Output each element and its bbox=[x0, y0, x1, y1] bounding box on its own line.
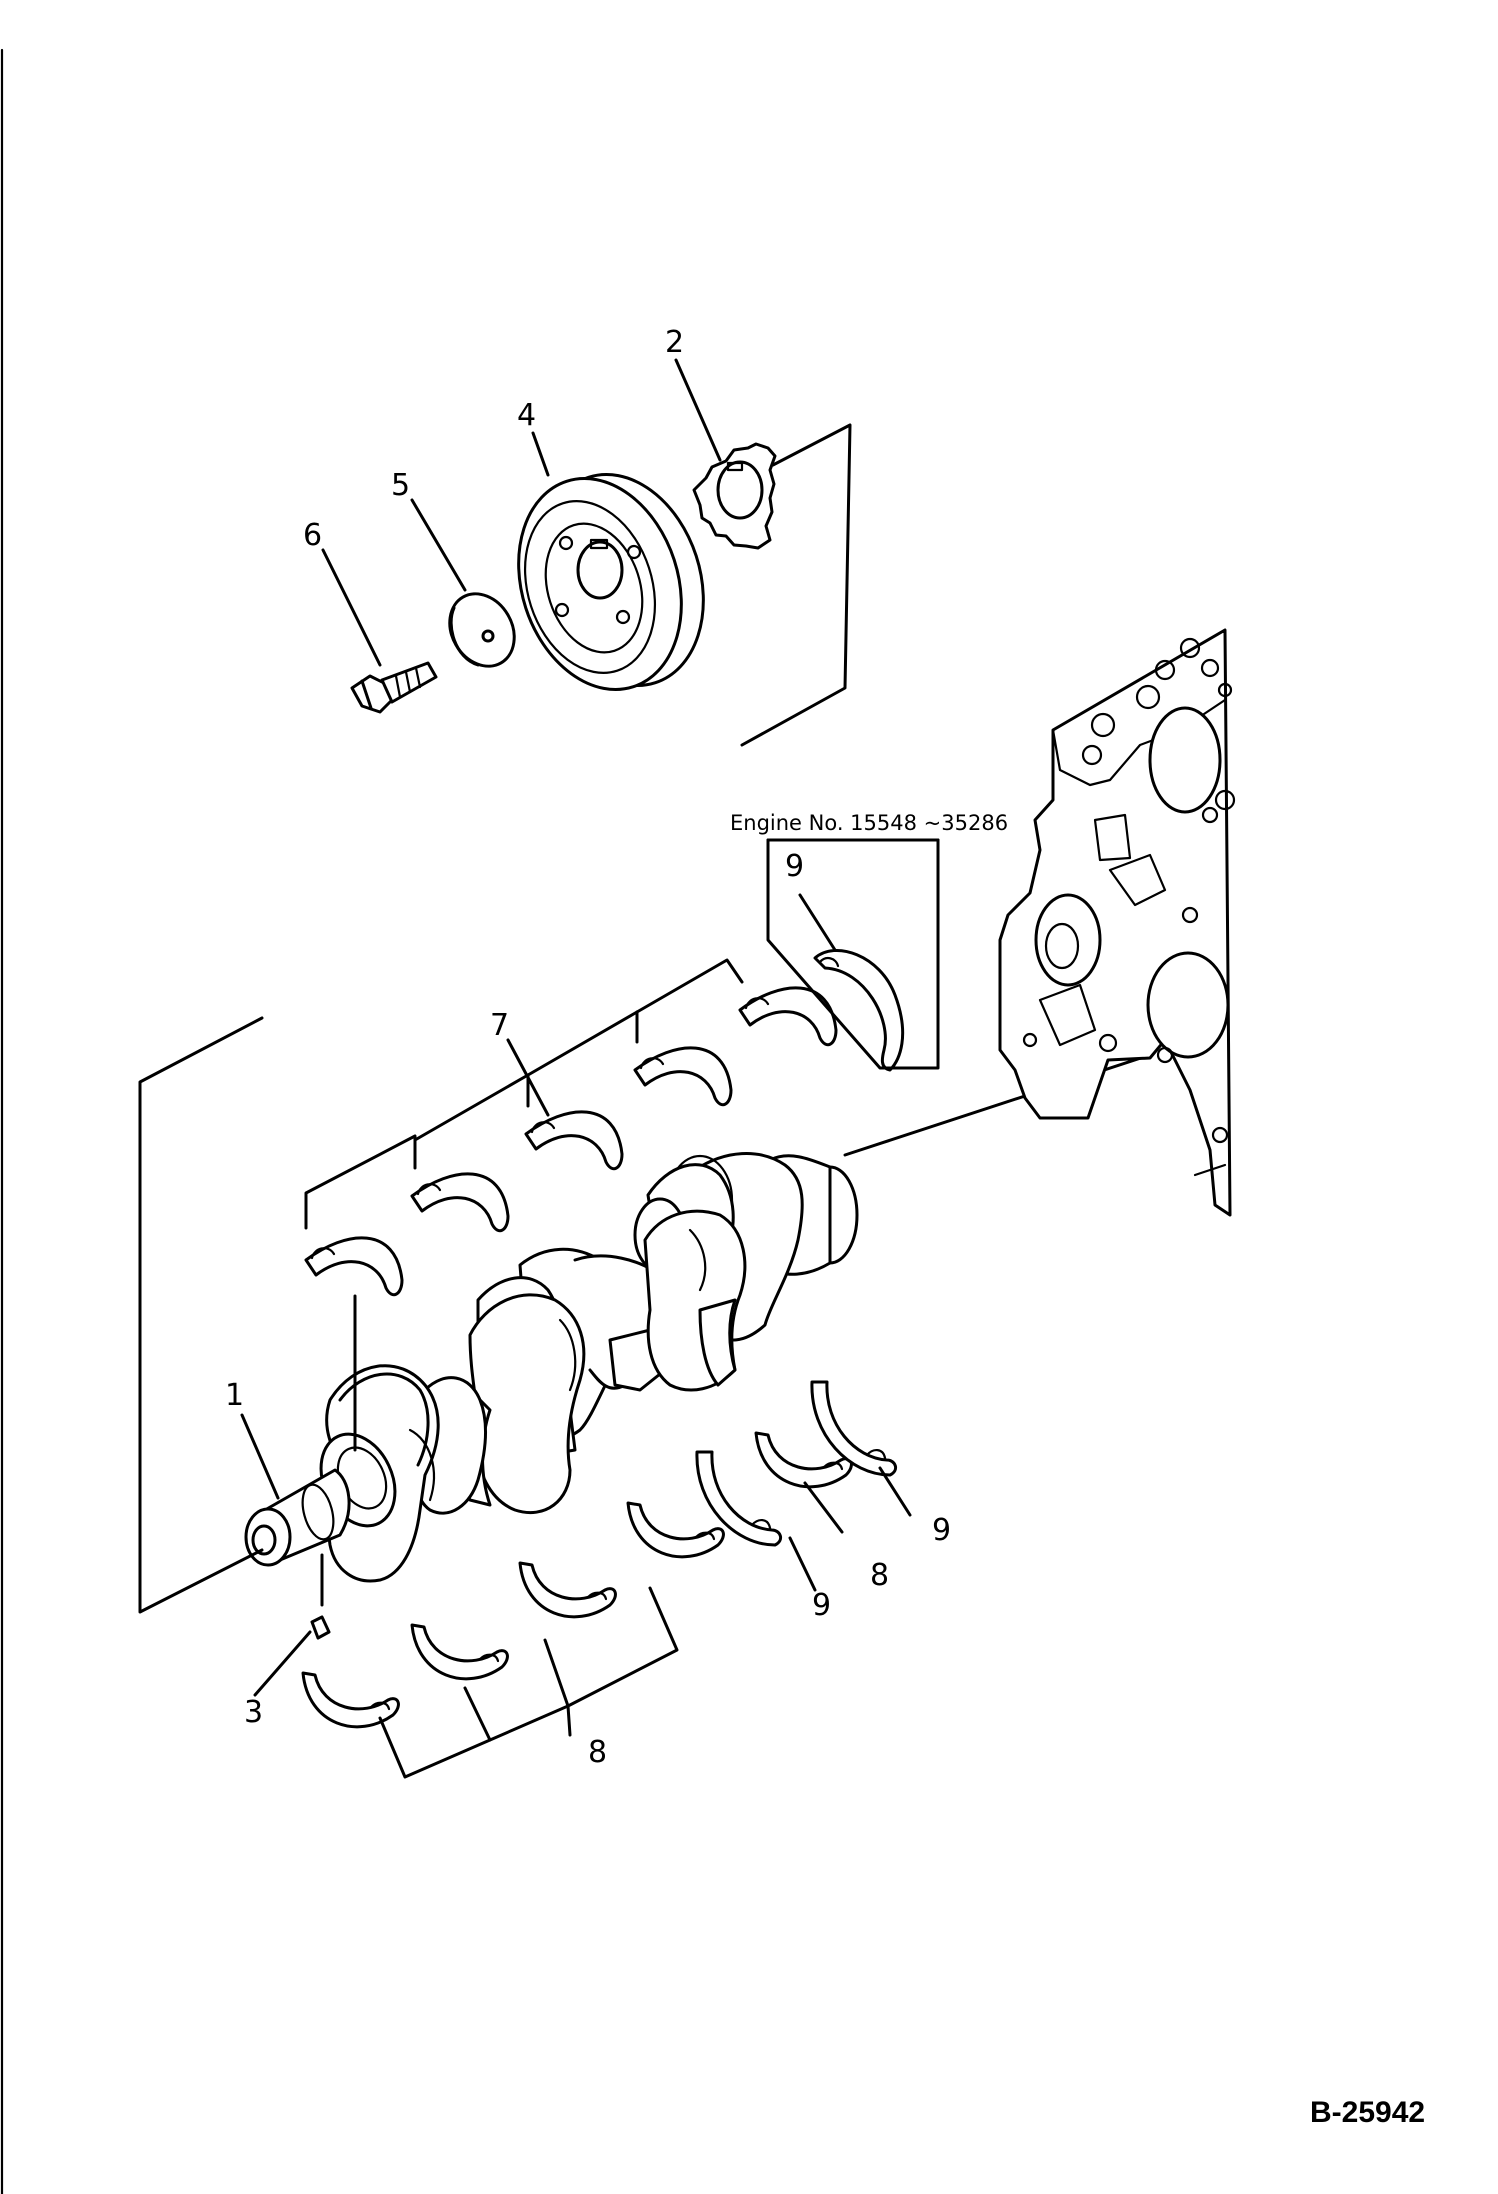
left-bracket bbox=[138, 1016, 264, 1614]
cylinder-block bbox=[998, 628, 1236, 1217]
callout-4: 4 bbox=[517, 398, 536, 433]
upper-bearing-shells-part-7 bbox=[304, 958, 838, 1452]
bolt-part-6 bbox=[350, 661, 438, 714]
callout-8-lower: 8 bbox=[588, 1735, 607, 1770]
callout-8-right: 8 bbox=[870, 1558, 889, 1593]
callout-1: 1 bbox=[225, 1378, 244, 1413]
upper-group-bracket bbox=[740, 423, 852, 747]
leader-lines bbox=[240, 358, 722, 1697]
thrust-washers-part-9 bbox=[695, 893, 912, 1592]
pulley-part-4 bbox=[517, 472, 705, 692]
engine-number-note: Engine No. 15548 ~35286 bbox=[730, 811, 1008, 835]
callout-9-inset: 9 bbox=[785, 849, 804, 884]
crankshaft-part-1 bbox=[244, 1053, 1152, 1583]
callout-9-right: 9 bbox=[932, 1513, 951, 1548]
callout-9-lower: 9 bbox=[812, 1588, 831, 1623]
callouts: 1 2 3 4 5 6 7 8 8 9 9 9 bbox=[225, 325, 951, 1770]
callout-6: 6 bbox=[303, 518, 322, 553]
washer-part-5 bbox=[448, 592, 516, 668]
gear-part-2 bbox=[692, 442, 777, 550]
drawing-code: B-25942 bbox=[1310, 2096, 1425, 2129]
callout-7: 7 bbox=[490, 1008, 509, 1043]
inset-bracket bbox=[766, 838, 940, 1070]
key-part-3 bbox=[310, 1553, 331, 1640]
callout-3: 3 bbox=[244, 1695, 263, 1730]
callout-5: 5 bbox=[391, 468, 410, 503]
callout-2: 2 bbox=[665, 325, 684, 360]
